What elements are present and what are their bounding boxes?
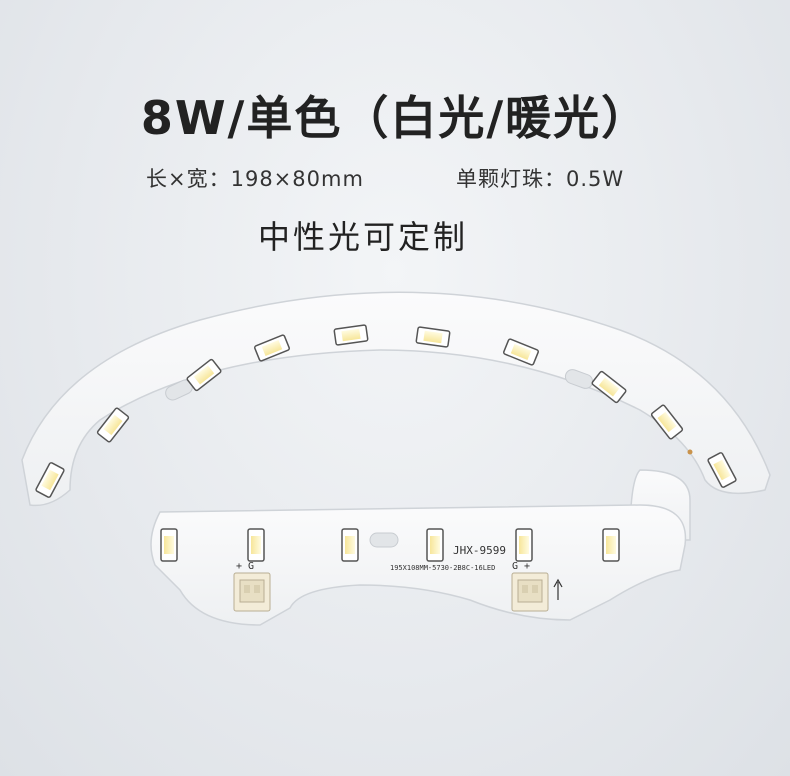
spec-dimensions: 长×宽：198×80mm bbox=[146, 167, 364, 191]
led-chip bbox=[186, 358, 222, 392]
led-chip bbox=[160, 528, 178, 562]
led-chip bbox=[602, 528, 620, 562]
spec-led-power: 单颗灯珠：0.5W bbox=[456, 167, 625, 191]
arrow-up-icon bbox=[553, 578, 563, 600]
product-title: 8W/单色（白光/暖光） bbox=[140, 91, 650, 145]
pcb-strip bbox=[150, 504, 687, 626]
led-chip bbox=[591, 370, 627, 404]
led-chip bbox=[247, 528, 265, 562]
led-chip bbox=[333, 324, 369, 346]
connector-right bbox=[511, 572, 549, 612]
led-chip bbox=[707, 452, 737, 488]
mount-slot bbox=[369, 532, 399, 548]
subtitle-custom: 中性光可定制 bbox=[258, 218, 469, 256]
arc-leds bbox=[35, 324, 737, 498]
solder-pad bbox=[687, 449, 693, 455]
led-chip bbox=[341, 528, 359, 562]
connector-right-marks: G + bbox=[512, 561, 530, 572]
part-label: 195X108MM-5730-2B8C-16LED bbox=[390, 564, 495, 572]
led-chip bbox=[515, 528, 533, 562]
led-chip bbox=[96, 407, 130, 443]
led-chip bbox=[503, 338, 539, 366]
led-chip bbox=[426, 528, 444, 562]
led-chip bbox=[254, 334, 290, 362]
model-label: JHX-9599 bbox=[453, 544, 506, 557]
led-chip bbox=[35, 462, 65, 498]
connector-left-marks: + G bbox=[236, 561, 254, 572]
strip-leds bbox=[160, 528, 620, 562]
led-chip bbox=[650, 404, 684, 440]
led-chip bbox=[415, 326, 451, 348]
pcb-arc bbox=[21, 291, 771, 507]
connector-left bbox=[233, 572, 271, 612]
